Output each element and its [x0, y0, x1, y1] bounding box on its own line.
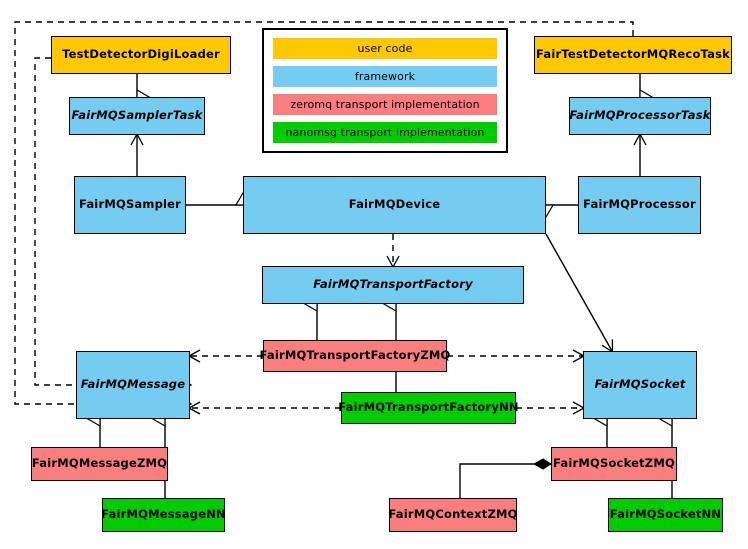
class-node-fairmqsocket[interactable]: FairMQSocket [583, 351, 697, 419]
class-node-fairmqtransportfactory[interactable]: FairMQTransportFactory [262, 266, 524, 304]
class-node-fairmqdevice[interactable]: FairMQDevice [243, 176, 546, 234]
class-node-fairmqcontextzmq[interactable]: FairMQContextZMQ [388, 498, 517, 532]
edge-device-socket [545, 233, 614, 354]
legend: user code framework zeromq transport imp… [262, 28, 508, 153]
class-node-fairmqmessagenn[interactable]: FairMQMessageNN [101, 498, 226, 532]
class-node-fairmqsocketzmq[interactable]: FairMQSocketZMQ [551, 447, 677, 481]
class-node-fairmqtransportfactorynn[interactable]: FairMQTransportFactoryNN [338, 392, 519, 424]
class-node-fairmqprocessortask[interactable]: FairMQProcessorTask [569, 97, 711, 135]
class-node-fairmqtransportfactoryzmq[interactable]: FairMQTransportFactoryZMQ [260, 340, 450, 372]
legend-item-user-code: user code [273, 38, 497, 59]
class-node-fairmqmessagezmq[interactable]: FairMQMessageZMQ [31, 447, 168, 481]
class-node-fairmqmessage[interactable]: FairMQMessage [76, 351, 190, 419]
legend-item-zeromq: zeromq transport implementation [273, 94, 497, 115]
class-node-fairtestdetectormqrecotask[interactable]: FairTestDetectorMQRecoTask [534, 36, 732, 74]
edge-socketzmq-contextzmq [459, 458, 552, 498]
class-node-testdetectordigiloader[interactable]: TestDetectorDigiLoader [51, 36, 231, 74]
class-node-fairmqsamplertask[interactable]: FairMQSamplerTask [69, 97, 205, 135]
legend-item-nanomsg: nanomsg transport implementation [273, 122, 497, 143]
class-node-fairmqsocketnn[interactable]: FairMQSocketNN [608, 498, 723, 532]
class-node-fairmqprocessor[interactable]: FairMQProcessor [578, 176, 701, 234]
class-node-fairmqsampler[interactable]: FairMQSampler [74, 176, 186, 234]
legend-item-framework: framework [273, 66, 497, 87]
